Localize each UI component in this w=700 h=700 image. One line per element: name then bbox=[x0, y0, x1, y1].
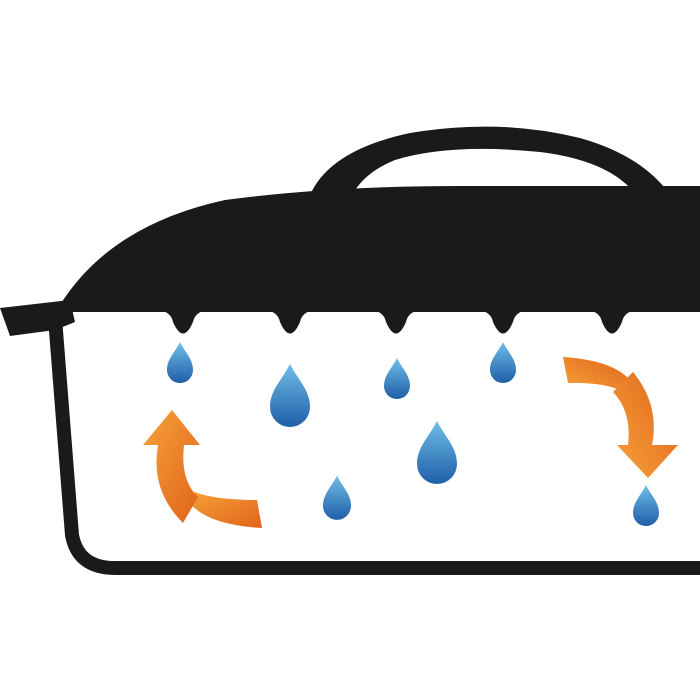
circulation-arrow-icon bbox=[563, 357, 678, 478]
water-drop-icon bbox=[490, 342, 517, 384]
left-arrow-segment-lower bbox=[187, 492, 262, 528]
water-drops bbox=[167, 342, 659, 527]
lid-drip-point bbox=[159, 310, 207, 334]
water-drop-icon bbox=[270, 364, 310, 427]
lid-dome bbox=[60, 186, 700, 312]
water-drop-icon bbox=[417, 421, 457, 484]
lid-drip-point bbox=[588, 310, 636, 334]
right-arrow-segment-lower bbox=[613, 372, 678, 478]
lid-drip-point bbox=[479, 310, 527, 334]
lid-knob bbox=[310, 126, 668, 195]
water-drop-icon bbox=[384, 358, 410, 400]
lid-drip-point bbox=[372, 310, 420, 334]
pot-handle-lip bbox=[0, 300, 75, 336]
lid-drip-point bbox=[266, 310, 314, 334]
lid-icon bbox=[60, 126, 700, 334]
water-drop-icon bbox=[323, 475, 351, 520]
right-arrow-segment-upper bbox=[563, 357, 628, 390]
circulation-arrow-icon bbox=[143, 410, 262, 528]
left-arrow-segment-upper bbox=[143, 410, 200, 523]
water-drop-icon bbox=[167, 342, 193, 384]
pot-icon bbox=[0, 300, 700, 575]
water-drop-icon bbox=[633, 485, 659, 527]
lid-drip-points bbox=[159, 310, 636, 334]
pot-body-outline bbox=[48, 311, 700, 575]
